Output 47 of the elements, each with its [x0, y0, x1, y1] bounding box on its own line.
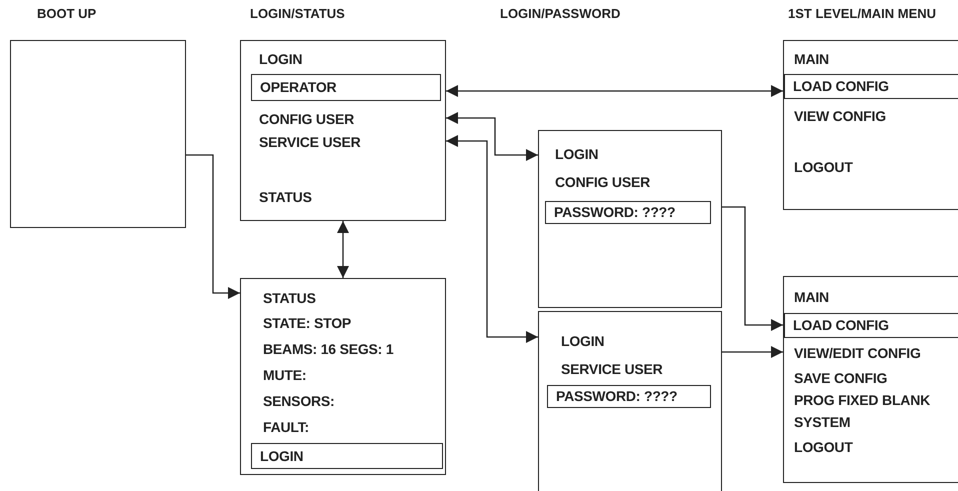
highlighted-menu-row: LOAD CONFIG: [784, 74, 958, 99]
menu-item-text: SERVICE USER: [259, 134, 361, 151]
connector-arrow: [722, 206, 783, 331]
highlighted-menu-row: PASSWORD: ????: [545, 201, 711, 224]
screen-panel: [538, 311, 722, 491]
screen-panel: [783, 276, 958, 483]
screen-panel: [783, 40, 958, 210]
menu-item-text: MAIN: [794, 289, 829, 306]
connector-arrow: [446, 135, 538, 343]
screen-panel: [240, 40, 446, 221]
menu-item-text: LOGOUT: [794, 439, 853, 456]
menu-item-text: MAIN: [794, 51, 829, 68]
menu-item-text: LOGIN: [259, 51, 302, 68]
connector-arrow: [446, 112, 538, 161]
menu-item-text: VIEW CONFIG: [794, 108, 886, 125]
highlighted-menu-row: OPERATOR: [251, 74, 441, 101]
menu-item-text: SAVE CONFIG: [794, 370, 888, 387]
column-heading: LOGIN/STATUS: [250, 6, 345, 22]
screen-panel: [538, 130, 722, 308]
highlighted-menu-row: LOAD CONFIG: [784, 313, 958, 338]
menu-item-text: SENSORS:: [263, 393, 335, 410]
menu-item-text: LOGIN: [555, 146, 598, 163]
menu-item-text: SYSTEM: [794, 414, 850, 431]
menu-item-text: CONFIG USER: [555, 174, 650, 191]
connector-arrow: [446, 85, 783, 97]
highlighted-menu-row: PASSWORD: ????: [547, 385, 711, 408]
menu-item-text: PROG FIXED BLANK: [794, 392, 930, 409]
connector-arrow: [186, 154, 240, 299]
menu-item-text: STATUS: [259, 189, 312, 206]
device-box: [10, 40, 186, 228]
column-heading: LOGIN/PASSWORD: [500, 6, 620, 22]
screen-panel: [240, 278, 446, 475]
menu-item-text: STATUS: [263, 290, 316, 307]
menu-item-text: VIEW/EDIT CONFIG: [794, 345, 921, 362]
connector-arrow: [722, 346, 783, 358]
menu-item-text: LOGOUT: [794, 159, 853, 176]
connector-arrow: [337, 221, 349, 278]
column-heading: 1ST LEVEL/MAIN MENU: [788, 6, 936, 22]
column-heading: BOOT UP: [37, 6, 96, 22]
menu-item-text: CONFIG USER: [259, 111, 354, 128]
menu-item-text: MUTE:: [263, 367, 306, 384]
menu-item-text: SERVICE USER: [561, 361, 663, 378]
menu-item-text: STATE: STOP: [263, 315, 352, 332]
menu-item-text: FAULT:: [263, 419, 309, 436]
menu-item-text: LOGIN: [561, 333, 604, 350]
highlighted-menu-row: LOGIN: [251, 443, 443, 469]
menu-item-text: BEAMS: 16 SEGS: 1: [263, 341, 394, 358]
